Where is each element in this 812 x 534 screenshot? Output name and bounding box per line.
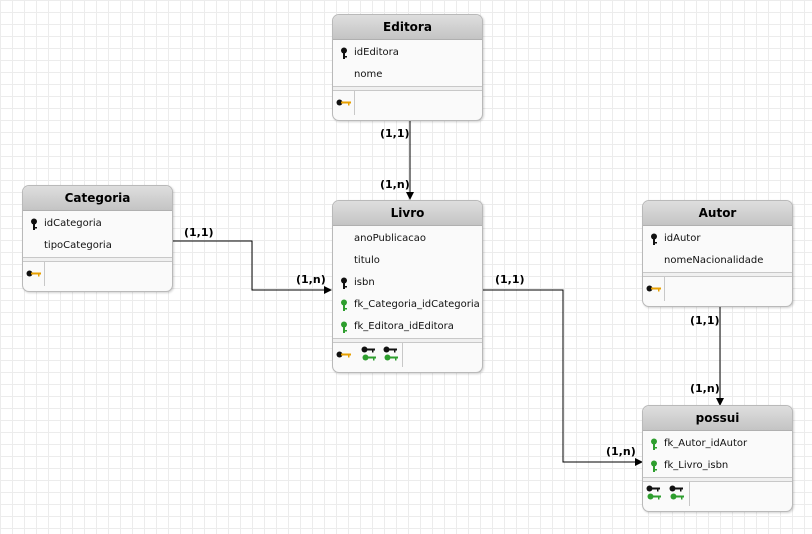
index-section — [333, 91, 482, 115]
attribute-label: fk_Autor_idAutor — [664, 438, 748, 449]
index-section — [643, 277, 792, 301]
cardinality-editora: (1,1) — [380, 127, 410, 140]
attribute-label: fk_Editora_idEditora — [354, 321, 454, 332]
attribute-label: nome — [354, 69, 383, 80]
entity-title: possui — [643, 406, 792, 431]
cardinality-categoria: (1,1) — [184, 226, 214, 239]
attribute-row[interactable]: fk_Autor_idAutor — [643, 433, 792, 455]
index-section — [643, 482, 792, 506]
entity-editora[interactable]: Editora idEditora nome — [332, 14, 483, 121]
index-icons-column — [23, 262, 45, 286]
attribute-label: anoPublicacao — [354, 233, 427, 244]
entity-possui[interactable]: possui fk_Autor_idAutor fk_Livro_isbn — [642, 405, 793, 512]
attribute-label: idAutor — [664, 233, 701, 244]
attribute-row[interactable]: idCategoria — [23, 213, 172, 235]
entity-categoria[interactable]: Categoria idCategoria tipoCategoria — [22, 185, 173, 292]
foreign-key-icon — [651, 438, 657, 450]
cardinality-livro-editora: (1,n) — [380, 178, 410, 191]
index-section — [23, 262, 172, 286]
primary-key-icon — [341, 47, 347, 59]
cardinality-livro-categoria: (1,n) — [296, 273, 326, 286]
attribute-row[interactable]: fk_Categoria_idCategoria — [333, 294, 482, 316]
entity-title: Autor — [643, 201, 792, 226]
attribute-label: idCategoria — [44, 218, 102, 229]
attribute-row[interactable]: anoPublicacao — [333, 228, 482, 250]
foreign-key-index-icon — [646, 485, 661, 500]
attribute-row[interactable]: isbn — [333, 272, 482, 294]
primary-key-icon — [31, 218, 37, 230]
key-index-icon — [26, 270, 41, 277]
foreign-key-icon — [341, 321, 347, 333]
attribute-label: fk_Categoria_idCategoria — [354, 299, 480, 310]
attribute-label: titulo — [354, 255, 380, 266]
index-icons-column — [643, 482, 690, 506]
foreign-key-icon — [341, 299, 347, 311]
section-divider — [643, 477, 792, 482]
foreign-key-index-icon — [361, 346, 376, 361]
index-icons-column — [333, 343, 403, 367]
primary-key-icon — [341, 277, 347, 289]
section-divider — [23, 257, 172, 262]
attribute-row[interactable]: nome — [333, 64, 482, 86]
entity-title: Editora — [333, 15, 482, 40]
section-divider — [643, 272, 792, 277]
entity-autor[interactable]: Autor idAutor nomeNacionalidade — [642, 200, 793, 307]
attribute-label: isbn — [354, 277, 375, 288]
key-index-icon — [336, 99, 351, 106]
attribute-row[interactable]: titulo — [333, 250, 482, 272]
index-section — [333, 343, 482, 367]
key-index-icon — [336, 351, 351, 358]
entity-title: Livro — [333, 201, 482, 226]
livro-possui-line — [483, 289, 643, 466]
foreign-key-index-icon — [669, 485, 684, 500]
key-index-icon — [646, 285, 661, 292]
foreign-key-icon — [651, 460, 657, 472]
primary-key-icon — [651, 233, 657, 245]
entity-title: Categoria — [23, 186, 172, 211]
attribute-label: fk_Livro_isbn — [664, 460, 729, 471]
attribute-row[interactable]: fk_Editora_idEditora — [333, 316, 482, 338]
section-divider — [333, 338, 482, 343]
attribute-row[interactable]: idEditora — [333, 42, 482, 64]
attribute-label: tipoCategoria — [44, 240, 112, 251]
attribute-row[interactable]: fk_Livro_isbn — [643, 455, 792, 477]
categoria-livro-line — [172, 240, 332, 294]
index-icons-column — [333, 91, 355, 115]
attribute-row[interactable]: nomeNacionalidade — [643, 250, 792, 272]
entity-livro[interactable]: Livro anoPublicacao titulo isbn fk_Categ… — [332, 200, 483, 373]
cardinality-possui-livro: (1,n) — [606, 445, 636, 458]
index-icons-column — [643, 277, 665, 301]
section-divider — [333, 86, 482, 91]
cardinality-possui-autor: (1,n) — [690, 382, 720, 395]
foreign-key-index-icon — [383, 346, 398, 361]
attribute-label: nomeNacionalidade — [664, 255, 764, 266]
cardinality-livro-possui: (1,1) — [495, 273, 525, 286]
attribute-label: idEditora — [354, 47, 399, 58]
cardinality-autor: (1,1) — [690, 314, 720, 327]
attribute-row[interactable]: tipoCategoria — [23, 235, 172, 257]
attribute-row[interactable]: idAutor — [643, 228, 792, 250]
